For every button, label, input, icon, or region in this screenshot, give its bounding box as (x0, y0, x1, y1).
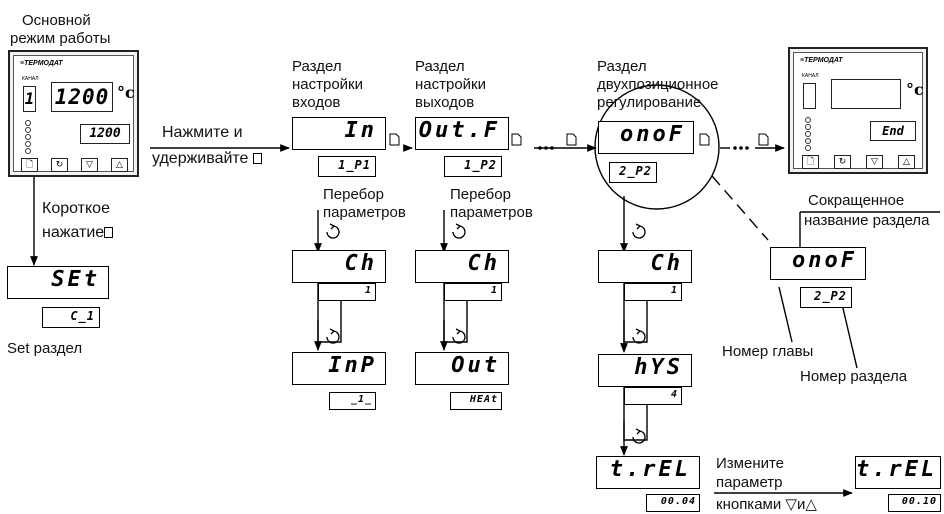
section-number-label: Номер раздела (800, 368, 908, 385)
inp-main-display: InP (292, 352, 386, 385)
indicator-led (805, 145, 811, 151)
channel-display: 1 (23, 86, 36, 112)
page-button-icon[interactable]: 🗋 (21, 158, 38, 172)
ch-sub-display: 1 (444, 283, 502, 301)
short-press-label-line2: нажатие (42, 222, 114, 243)
set-main-display: SEt (7, 266, 109, 299)
device-brand: ≡ТЕРМОДАТ (20, 60, 63, 67)
down-triangle-icon[interactable]: ▽ (81, 158, 98, 172)
in-main-display: In (292, 117, 386, 150)
inp-sub-display: _1_ (329, 392, 376, 410)
indicator-led (805, 138, 811, 144)
outp-sub-display: HEAt (450, 392, 502, 410)
ellipsis-icon (538, 146, 749, 150)
enumerate-label-line2: параметров (323, 204, 406, 221)
device-main-mode: ≡ТЕРМОДАТ КАНАЛ 1 1200 °c 1200 🗋 ↻ ▽ △ (8, 50, 139, 177)
indicator-led (25, 148, 31, 154)
indicator-led (805, 117, 811, 123)
outputs-label-line3: выходов (415, 94, 475, 111)
inputs-label-line3: входов (292, 94, 341, 111)
press-hold-label-line2: удерживайте (152, 148, 262, 169)
page-button-icon (252, 153, 262, 164)
inputs-label-line2: настройки (292, 76, 364, 93)
outputs-label-line2: настройки (415, 76, 487, 93)
indicator-led (25, 120, 31, 126)
change-param-label-line2: параметр (716, 474, 783, 491)
down-triangle-icon[interactable]: ▽ (866, 155, 883, 169)
sub-display: 1200 (80, 124, 130, 144)
main-mode-label-line2: режим работы (10, 30, 111, 47)
ch-sub-display: 1 (318, 283, 376, 301)
sub-display: End (870, 121, 916, 141)
short-name-label-line1: Сокращенное (808, 192, 905, 209)
celsius-unit: °c (117, 83, 135, 102)
short-name-label-line2: название раздела (804, 212, 930, 229)
set-sub-display: C_1 (42, 307, 100, 328)
trel-sub-display: 00.04 (646, 494, 700, 512)
onof-label-line1: Раздел (597, 58, 647, 75)
page-button-icon[interactable]: 🗋 (802, 155, 819, 169)
main-display: 1200 (51, 82, 113, 112)
main-mode-label-line1: Основной (22, 12, 91, 29)
outp-main-display: Out (415, 352, 509, 385)
indicator-led (805, 131, 811, 137)
trel-result-main-display: t.rEL (855, 456, 941, 489)
page-button-icon (389, 133, 769, 146)
legend-main-display: onoF (770, 247, 866, 280)
inputs-label-line1: Раздел (292, 58, 342, 75)
channel-label: КАНАЛ (22, 76, 39, 82)
zoom-dashed-line (711, 175, 769, 241)
celsius-unit: °c (906, 80, 924, 99)
enumerate-label-line1: Перебор (323, 186, 384, 203)
device-end: ≡ТЕРМОДАТ КАНАЛ °c End 🗋 ↻ ▽ △ (788, 47, 928, 174)
channel-label: КАНАЛ (802, 73, 819, 79)
short-press-label-line1: Короткое (42, 200, 110, 217)
up-triangle-icon[interactable]: △ (898, 155, 915, 169)
outputs-label-line1: Раздел (415, 58, 465, 75)
trel-main-display: t.rEL (596, 456, 700, 489)
page-button-icon (104, 227, 114, 238)
chapter-number-label: Номер главы (722, 343, 814, 360)
cycle-button-icon[interactable]: ↻ (834, 155, 851, 169)
chapter-pointer-line (778, 286, 793, 343)
zoom-circle (594, 84, 720, 210)
onof-main-display: onoF (598, 121, 694, 154)
cycle-button-icon[interactable]: ↻ (51, 158, 68, 172)
hys-sub-display: 4 (624, 387, 682, 405)
onof-sub-display: 2_P2 (609, 162, 657, 183)
indicator-led (25, 134, 31, 140)
onof-label-line2: двухпозиционное (597, 76, 719, 93)
indicator-led (25, 141, 31, 147)
indicator-led (805, 124, 811, 130)
ch-main-display: Ch (598, 250, 692, 283)
indicator-led (25, 127, 31, 133)
change-param-label-line3: кнопками ▽и△ (716, 496, 817, 513)
ch-main-display: Ch (292, 250, 386, 283)
out-sub-display: 1_P2 (444, 156, 502, 177)
main-display (831, 79, 901, 109)
trel-result-sub-display: 00.10 (888, 494, 941, 512)
cycle-arrow-icon (326, 223, 646, 444)
enumerate-label-line1: Перебор (450, 186, 511, 203)
press-hold-label-line1: Нажмите и (162, 124, 243, 141)
device-brand: ≡ТЕРМОДАТ (800, 57, 843, 64)
hys-main-display: hYS (598, 354, 692, 387)
legend-sub-display: 2_P2 (800, 287, 852, 308)
in-sub-display: 1_P1 (318, 156, 376, 177)
set-section-label: Set раздел (7, 340, 83, 357)
change-param-label-line1: Измените (716, 455, 785, 472)
up-triangle-icon[interactable]: △ (111, 158, 128, 172)
onof-label-line3: регулирование (597, 94, 702, 111)
ch-main-display: Ch (415, 250, 509, 283)
ch-sub-display: 1 (624, 283, 682, 301)
channel-display (803, 83, 816, 109)
out-main-display: Out.F (415, 117, 509, 150)
enumerate-label-line2: параметров (450, 204, 533, 221)
